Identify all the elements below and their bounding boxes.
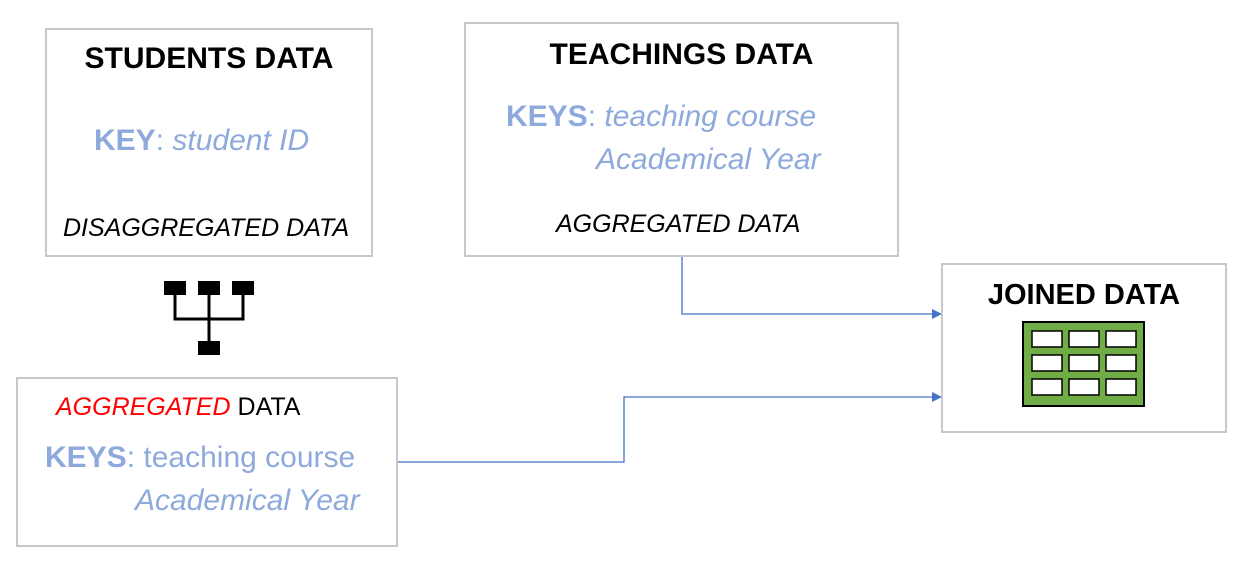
students-key-colon: : <box>155 124 165 157</box>
aggregated-keys-label: KEYS <box>45 441 127 474</box>
table-grid-icon <box>1022 321 1145 407</box>
students-key-line: KEY: student ID <box>94 124 309 158</box>
connector-teachings-to-joined <box>681 256 942 319</box>
aggregated-key-1: teaching course <box>143 441 356 474</box>
teachings-keys-line: KEYS: teaching course <box>506 100 816 134</box>
students-key-value: student ID <box>172 124 310 157</box>
aggregation-tree-icon <box>164 281 254 355</box>
teachings-key-1: teaching course <box>604 100 817 133</box>
aggregated-keys-line: KEYS: teaching course <box>45 441 355 475</box>
teachings-key-2: Academical Year <box>596 143 821 176</box>
teachings-title: TEACHINGS DATA <box>549 38 814 71</box>
students-note: DISAGGREGATED DATA <box>63 214 350 242</box>
joined-title: JOINED DATA <box>987 279 1181 311</box>
aggregated-title-rest: DATA <box>230 393 301 421</box>
teachings-keys-label: KEYS <box>506 100 588 133</box>
joined-data-box: JOINED DATA <box>941 263 1227 433</box>
teachings-data-box: TEACHINGS DATA KEYS: teaching course Aca… <box>464 22 899 257</box>
aggregated-keys-colon: : <box>126 441 136 474</box>
aggregated-title: AGGREGATED DATA <box>56 393 300 422</box>
aggregated-key-2: Academical Year <box>135 484 360 517</box>
students-title: STUDENTS DATA <box>84 42 334 75</box>
aggregated-title-highlight: AGGREGATED <box>56 393 231 421</box>
teachings-keys-colon: : <box>587 100 597 133</box>
aggregated-data-box: AGGREGATED DATA KEYS: teaching course Ac… <box>16 377 398 547</box>
connector-aggregated-to-joined <box>398 392 942 463</box>
teachings-note: AGGREGATED DATA <box>556 210 801 238</box>
students-data-box: STUDENTS DATA KEY: student ID DISAGGREGA… <box>45 28 373 257</box>
students-key-label: KEY <box>94 124 156 157</box>
